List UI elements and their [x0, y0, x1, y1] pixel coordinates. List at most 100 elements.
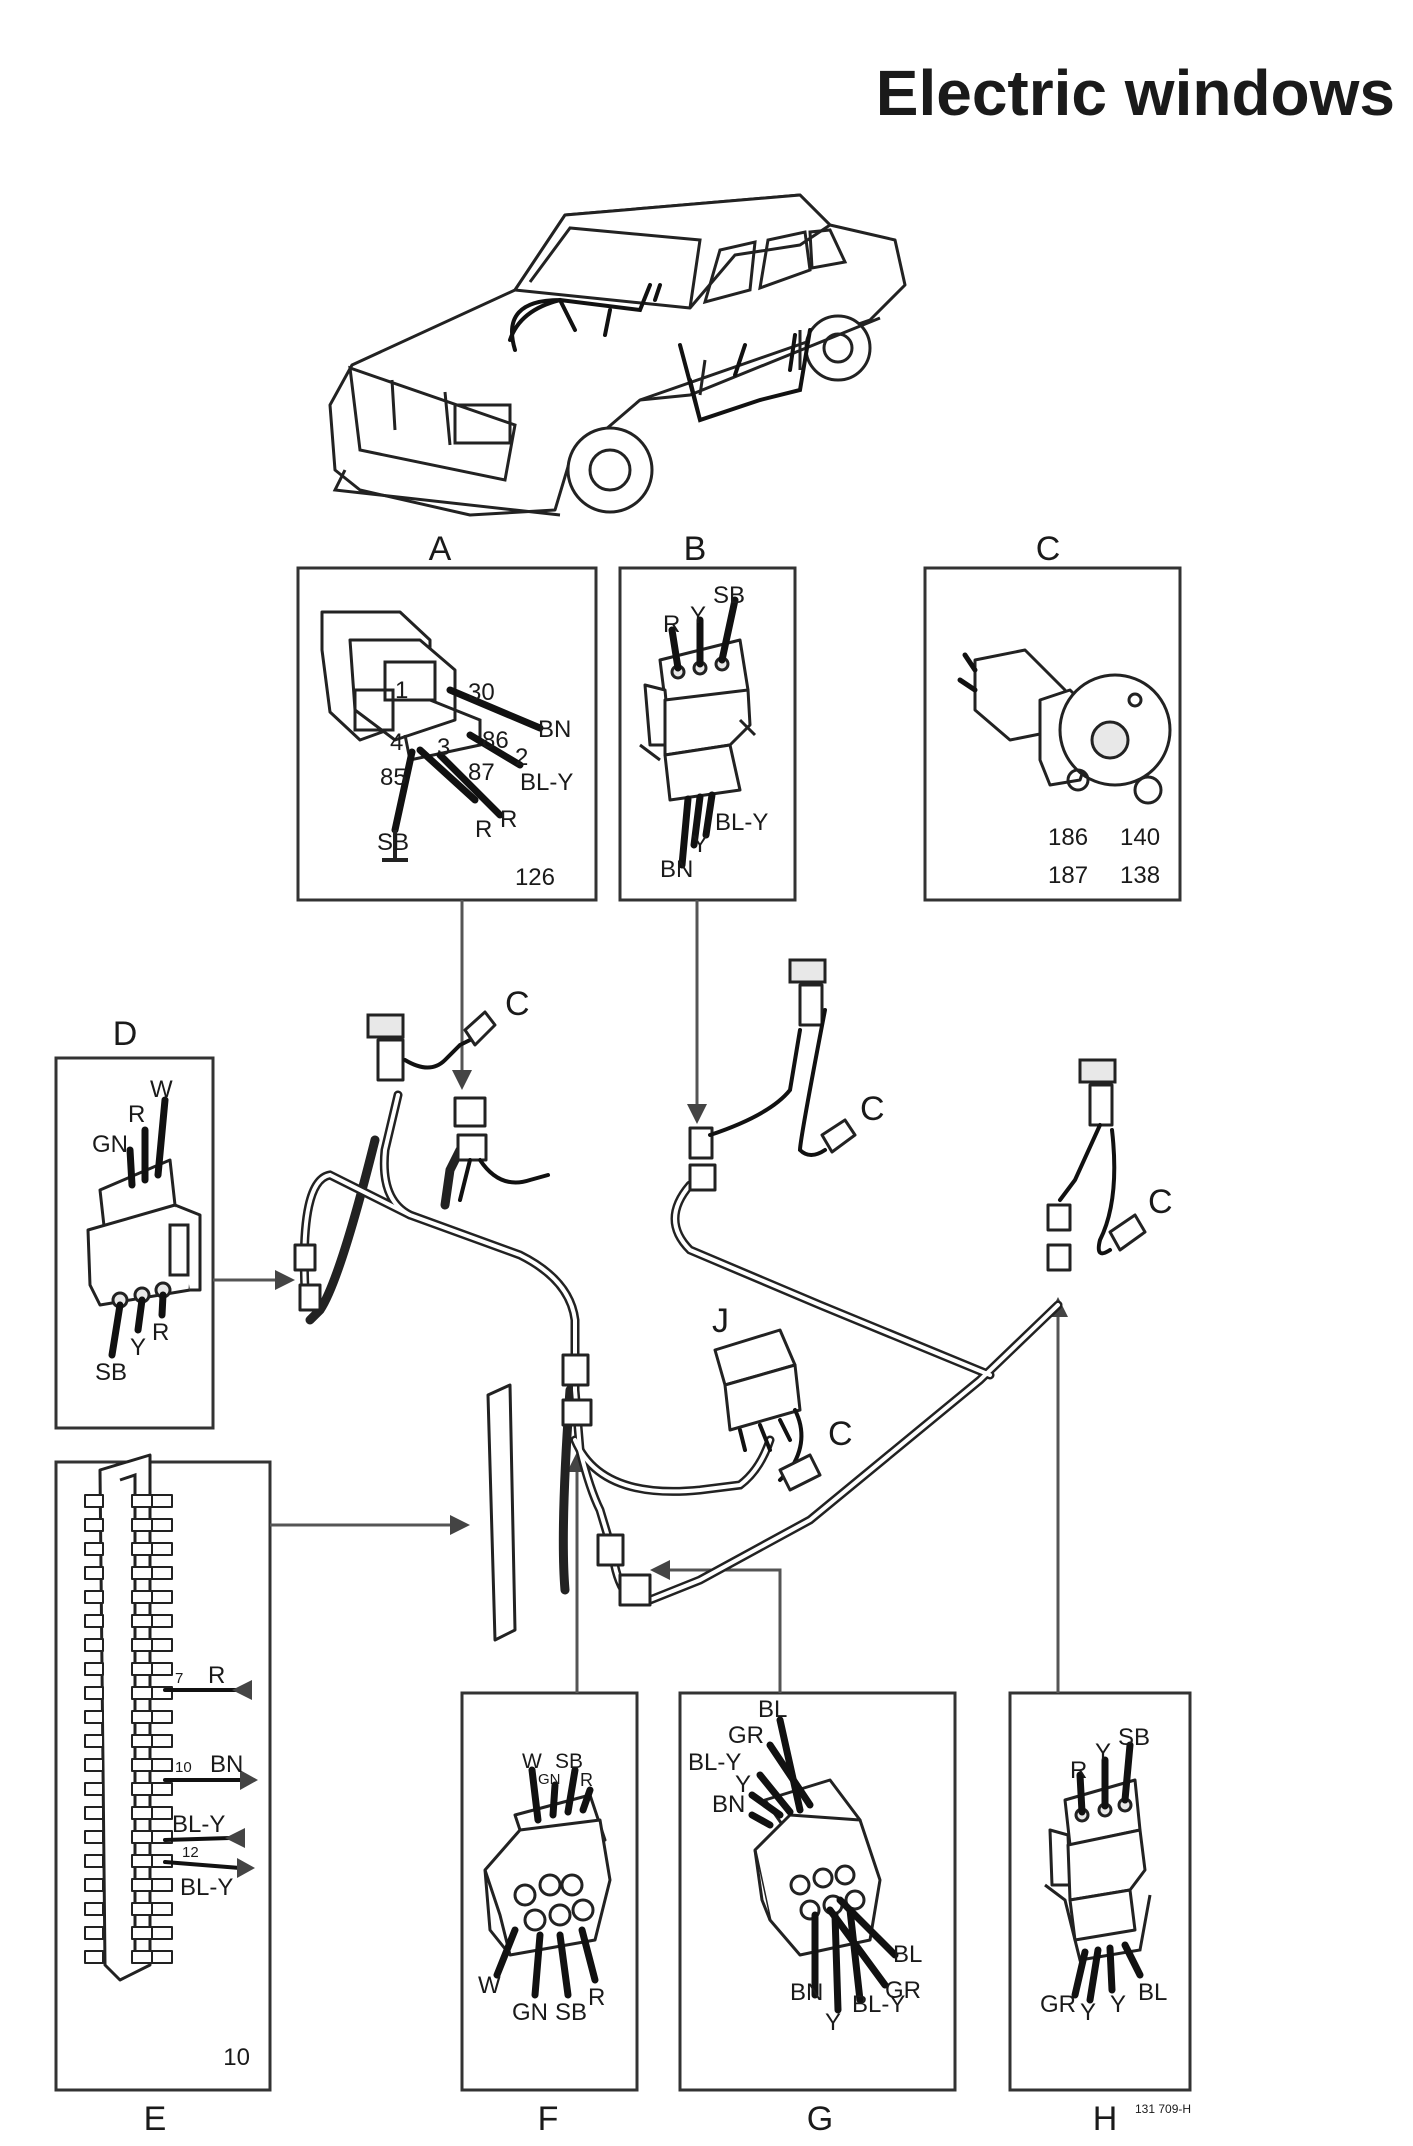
relay-terminal-label: 4: [390, 729, 403, 756]
wire-label: R: [580, 1770, 593, 1790]
wire-label: Y: [825, 2009, 841, 2036]
fuse-terminal-tab: [131, 1614, 155, 1628]
panel-c-number: 140: [1120, 824, 1160, 851]
panel-c-number: 187: [1048, 862, 1088, 889]
car-illustration: [328, 193, 907, 517]
wire-label: BL: [893, 1941, 922, 1968]
figure-code: 131 709-H: [1135, 2102, 1191, 2116]
wire-label: BN: [712, 1791, 745, 1818]
fuse-terminal-tab: [131, 1566, 155, 1580]
fuse-terminal-tab: [131, 1830, 155, 1844]
wire-label: Y: [1110, 1991, 1126, 2018]
fuse-terminal-tab: [151, 1494, 173, 1508]
wire-label: BL: [758, 1696, 787, 1723]
wire-label: BN: [790, 1979, 823, 2006]
wire-label: R: [475, 816, 492, 843]
fuse-terminal-tab: [151, 1758, 173, 1772]
relay-terminal-label: 2: [515, 744, 528, 771]
fuse-terminal-tab: [131, 1806, 155, 1820]
panel-a-frame: [296, 566, 598, 902]
wire-label: Y: [1080, 1999, 1096, 2026]
fuse-terminal-tab: [151, 1614, 173, 1628]
panel-b-connector: [639, 596, 757, 869]
wire-label: Y: [735, 1771, 751, 1798]
fuse-terminal-tab: [84, 1806, 104, 1820]
fuse-terminal-tab: [84, 1758, 104, 1772]
panel-f-connector: [483, 1766, 612, 1999]
fuse-terminal-tab: [151, 1590, 173, 1604]
fuse-terminal-tab: [131, 1878, 155, 1892]
fuse-terminal-tab: [131, 1590, 155, 1604]
wire-label: GR: [728, 1722, 764, 1749]
fuse-terminal-tab: [84, 1662, 104, 1676]
pointer-lines: [213, 900, 1068, 1693]
fuse-terminal-tab: [151, 1926, 173, 1940]
panel-e-number: 10: [223, 2044, 250, 2071]
panel-frames: [54, 566, 1192, 2092]
wire-label: BN: [538, 716, 571, 743]
fuse-terminal-tab: [151, 1710, 173, 1724]
motor-label: C: [828, 1415, 853, 1453]
wire-label: W: [150, 1076, 173, 1103]
fuse-terminal-tab: [151, 1950, 173, 1964]
relay-terminal-label: 3: [437, 734, 450, 761]
wire-label: BL-Y: [715, 809, 768, 836]
fuse-terminal-tab: [151, 1638, 173, 1652]
relay-terminal-label: 85: [380, 764, 407, 791]
fuse-terminal-tab: [151, 1542, 173, 1556]
relay-terminal-label: 1: [395, 677, 408, 704]
wire-label: R: [152, 1319, 169, 1346]
wire-label: GR: [1040, 1991, 1076, 2018]
wire-label: R: [208, 1662, 225, 1689]
fuse-terminal-tab: [131, 1758, 155, 1772]
wire-label: R: [588, 1984, 605, 2011]
fuse-terminal-tab: [131, 1494, 155, 1508]
relay-terminal-label: 87: [468, 759, 495, 786]
fuse-terminal-tab: [84, 1950, 104, 1964]
wire-label: R: [663, 611, 680, 638]
fuse-terminal-tab: [84, 1518, 104, 1532]
fuse-terminal-tab: [151, 1878, 173, 1892]
fuse-terminal-tab: [131, 1734, 155, 1748]
panel-g-letter: G: [807, 2100, 833, 2138]
wire-label: BL-Y: [520, 769, 573, 796]
page-title: Electric windows: [876, 57, 1395, 129]
fuse-terminal-tab: [131, 1854, 155, 1868]
panel-c-letter: C: [1036, 530, 1061, 568]
switch-j-label: J: [712, 1302, 729, 1340]
fuse-terminal-tab: [151, 1662, 173, 1676]
wire-label: GN: [538, 1771, 561, 1788]
motor-label: C: [860, 1090, 885, 1128]
wire-label: Y: [130, 1334, 146, 1361]
wire-label: Y: [692, 831, 708, 858]
wire-label: R: [500, 806, 517, 833]
fuse-terminal-tab: [84, 1638, 104, 1652]
panel-h-letter: H: [1093, 2100, 1118, 2138]
wire-label: BN: [660, 856, 693, 883]
wire-label: BL-Y: [180, 1874, 233, 1901]
wire-label: BL: [1138, 1979, 1167, 2006]
fuse-terminal-tab: [151, 1806, 173, 1820]
fuse-terminal-tab: [151, 1566, 173, 1580]
wire-label: Y: [1095, 1739, 1111, 1766]
fuse-terminal-tab: [151, 1518, 173, 1532]
motor-label: C: [505, 985, 530, 1023]
wire-label: SB: [377, 829, 409, 856]
wire-label: R: [1070, 1757, 1087, 1784]
fuse-terminal-label: 7: [175, 1670, 183, 1687]
wire-label: GN: [92, 1131, 128, 1158]
motor-label: C: [1148, 1183, 1173, 1221]
wire-label: W: [522, 1750, 542, 1773]
fuse-terminal-label: 10: [175, 1759, 192, 1776]
wire-label: SB: [555, 1750, 583, 1773]
panel-e-letter: E: [144, 2100, 167, 2138]
panel-h-connector: [1044, 1741, 1152, 2004]
wire-label: BL-Y: [852, 1991, 905, 2018]
fuse-terminal-tab: [84, 1902, 104, 1916]
fuse-terminal-tab: [84, 1686, 104, 1700]
fuse-terminal-tab: [84, 1854, 104, 1868]
fuse-terminal-tab: [84, 1590, 104, 1604]
harness-parts: [293, 958, 1147, 1642]
